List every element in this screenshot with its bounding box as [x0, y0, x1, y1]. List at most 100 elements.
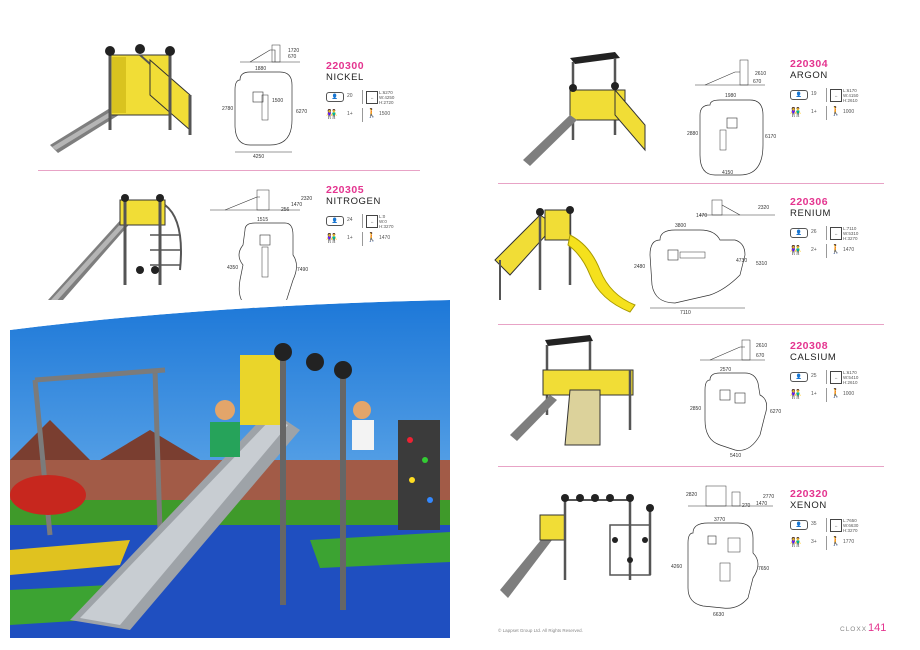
svg-text:2610: 2610 [756, 343, 767, 349]
product-code: 220300 [326, 60, 365, 72]
product-code: 220305 [326, 184, 365, 196]
svg-text:7490: 7490 [297, 267, 308, 273]
children-icon: 👫 [790, 389, 802, 399]
svg-text:6270: 6270 [296, 109, 307, 115]
svg-text:1470: 1470 [756, 501, 767, 507]
svg-text:1515: 1515 [257, 217, 268, 223]
children-icon: 👫 [790, 107, 802, 117]
children-icon: 👫 [326, 109, 338, 119]
section-divider [498, 183, 884, 184]
svg-text:2610: 2610 [755, 71, 766, 77]
users-icon: 👤 [790, 228, 808, 238]
dimension-icon: ↔ [830, 519, 842, 532]
safety-area-icon: 🚶 [830, 106, 842, 116]
svg-text:2850: 2850 [690, 406, 701, 412]
argon-plan-drawing: 2610 670 1980 2880 6170 [685, 50, 780, 180]
section-divider [38, 170, 420, 171]
svg-text:1470: 1470 [696, 213, 707, 219]
argon-illustration [515, 50, 660, 170]
product-name: XENON [790, 500, 827, 511]
argon-bottom-dim: 4150 [722, 170, 734, 176]
xenon-illustration [490, 480, 660, 605]
svg-text:4730: 4730 [736, 258, 747, 264]
svg-text:7110: 7110 [680, 310, 691, 315]
product-code: 220304 [790, 58, 829, 70]
children-icon: 👫 [790, 245, 802, 255]
safety-area-icon: 🚶 [830, 388, 842, 398]
svg-text:2570: 2570 [720, 367, 731, 373]
svg-text:670: 670 [288, 54, 297, 60]
footer-brand: CLOXX [840, 626, 868, 633]
section-divider [498, 466, 884, 467]
svg-text:2780: 2780 [222, 106, 233, 112]
svg-text:6630: 6630 [713, 612, 724, 618]
svg-text:2320: 2320 [301, 196, 312, 202]
xenon-plan-drawing: 2820 2770 1470 270 3770 4260 7650 6630 [668, 478, 783, 618]
product-name: NICKEL [326, 72, 364, 83]
svg-text:1500: 1500 [272, 98, 283, 104]
safety-area-icon: 🚶 [830, 244, 842, 254]
product-code: 220308 [790, 340, 829, 352]
product-code: 220320 [790, 488, 829, 500]
svg-text:3800: 3800 [675, 223, 686, 229]
dimension-icon: ↔ [366, 215, 378, 228]
safety-area-icon: 🚶 [366, 232, 378, 242]
dimension-icon: ↔ [366, 91, 378, 104]
svg-text:1980: 1980 [725, 93, 736, 99]
svg-text:1880: 1880 [255, 66, 266, 72]
svg-text:5310: 5310 [756, 261, 767, 267]
users-icon: 👤 [790, 90, 808, 100]
children-icon: 👫 [326, 233, 338, 243]
product-name: ARGON [790, 70, 828, 81]
svg-text:2820: 2820 [686, 492, 697, 498]
svg-text:2480: 2480 [634, 264, 645, 270]
svg-text:3770: 3770 [714, 517, 725, 523]
renium-illustration [490, 200, 640, 320]
dimension-icon: ↔ [830, 89, 842, 102]
safety-area-icon: 🚶 [830, 536, 842, 546]
svg-text:4260: 4260 [671, 564, 682, 570]
calsium-plan-drawing: 2610 670 2570 2850 6270 5410 [690, 335, 790, 460]
svg-text:270: 270 [742, 503, 751, 509]
page-number: 141 [868, 622, 887, 634]
users-icon: 👤 [790, 372, 808, 382]
svg-text:1470: 1470 [291, 202, 302, 208]
nitrogen-illustration [40, 190, 190, 315]
dimension-icon: ↔ [830, 227, 842, 240]
svg-text:6270: 6270 [770, 409, 781, 415]
product-name: CALSIUM [790, 352, 837, 363]
svg-text:5410: 5410 [730, 453, 741, 459]
svg-text:4350: 4350 [227, 265, 238, 271]
svg-text:2880: 2880 [687, 131, 698, 137]
product-code: 220306 [790, 196, 829, 208]
nickel-plan-drawing: 1720 670 1880 2780 6270 1500 4250 [220, 40, 320, 160]
spec-row-age: 👫 1+ 🚶 1500 [326, 108, 396, 124]
dimension-icon: ↔ [830, 371, 842, 384]
safety-area-icon: 🚶 [366, 108, 378, 118]
svg-text:670: 670 [753, 79, 762, 85]
svg-text:670: 670 [756, 353, 765, 359]
product-name: RENIUM [790, 208, 832, 219]
calsium-illustration [505, 335, 655, 455]
playground-photo [10, 300, 450, 638]
svg-text:4250: 4250 [253, 154, 264, 160]
renium-plan-drawing: 2320 1470 3800 2480 4730 5310 7110 [630, 195, 780, 316]
svg-text:2770: 2770 [763, 494, 774, 500]
svg-text:6170: 6170 [765, 134, 776, 140]
nickel-illustration [40, 35, 220, 160]
users-icon: 👤 [790, 520, 808, 530]
svg-text:256: 256 [281, 207, 290, 213]
footer-copyright: © Lappset Group Ltd. All Rights Reserved… [498, 628, 583, 633]
product-name: NITROGEN [326, 196, 381, 207]
